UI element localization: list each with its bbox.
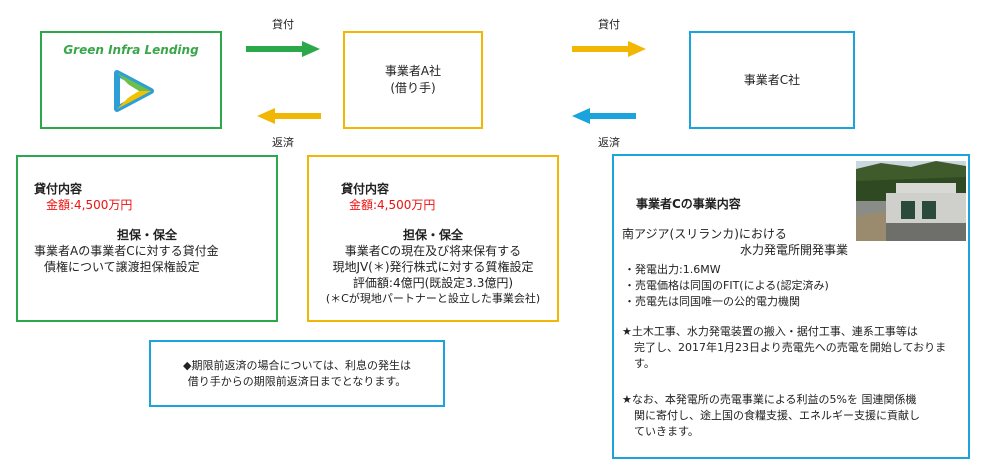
note-line1: ◆期限前返済の場合については、利息の発生は [183, 358, 411, 372]
detail-region: 南アジア(スリランカ)における [622, 227, 787, 241]
detail-heading: 事業者Cの事業内容 [636, 197, 741, 211]
borrower-role: (借り手) [390, 81, 436, 95]
detail-bullet-3: ・売電先は同国唯一の公的電力機関 [624, 295, 800, 308]
lender-brand: Green Infra Lending [63, 43, 199, 57]
loan2-security-heading: 担保・保全 [402, 228, 463, 242]
detail-star2-line1: ★なお、本発電所の売電事業による利益の5%を 国連関係機 [622, 393, 917, 406]
detail-bullet-2: ・売電価格は同国のFIT(による(認定済み) [624, 279, 829, 292]
detail-project: 水力発電所開発事業 [740, 243, 849, 257]
lend-label-2: 貸付 [598, 18, 620, 31]
borrower-box: 事業者A社 (借り手) [343, 31, 483, 129]
business-detail-box: 事業者Cの事業内容 南アジア(スリランカ)における 水力発電所開発事業 ・発電出… [612, 154, 970, 459]
repay-label-1: 返済 [272, 136, 294, 149]
loan2-heading: 貸付内容 [341, 182, 390, 196]
lend-arrow-1 [246, 41, 320, 57]
detail-star2-line3: ていきます。 [634, 425, 699, 438]
detail-star2-line2: 関に寄付し、途上国の食糧支援、エネルギー支援に貢献し [634, 409, 920, 422]
company-c-name: 事業者C社 [743, 72, 801, 87]
repay-arrow-2 [572, 108, 636, 124]
loan2-security-line3: 評価額:4億円(既設定3.3億円) [352, 276, 514, 290]
company-c-box: 事業者C社 [689, 31, 855, 129]
loan1-security-line1: 事業者Aの事業者Cに対する貸付金 [34, 244, 219, 258]
loan2-security-line1: 事業者Cの現在及び将来保有する [344, 244, 522, 258]
loan-details-box-1: 貸付内容 金額:4,500万円 担保・保全 事業者Aの事業者Cに対する貸付金 債… [16, 155, 278, 322]
hydro-plant-photo [856, 161, 966, 241]
loan1-security-line2: 債権について譲渡担保権設定 [44, 260, 200, 274]
lend-label-1: 貸付 [272, 18, 294, 31]
detail-star1-line1: ★土木工事、水力発電装置の搬入・据付工事、連系工事等は [622, 325, 918, 338]
loan-details-box-2: 貸付内容 金額:4,500万円 担保・保全 事業者Cの現在及び将来保有する 現地… [307, 155, 559, 322]
repay-arrow-1 [257, 108, 321, 124]
borrower-name: 事業者A社 [384, 64, 442, 78]
detail-star1-line2: 完了し、2017年1月23日より売電先への売電を開始しておりま [634, 341, 947, 354]
loan2-security-line4: (＊Cが現地パートナーと設立した事業会社) [325, 292, 541, 305]
detail-star1-line3: す。 [634, 357, 655, 370]
lender-logo-icon [114, 70, 154, 112]
detail-bullet-1: ・発電出力:1.6MW [624, 263, 721, 276]
lender-box: Green Infra Lending [40, 31, 222, 129]
loan2-amount: 金額:4,500万円 [349, 198, 436, 212]
loan1-amount: 金額:4,500万円 [46, 198, 133, 212]
note-box: ◆期限前返済の場合については、利息の発生は 借り手からの期限前返済日までとなりま… [149, 340, 445, 407]
repay-label-2: 返済 [598, 136, 620, 149]
loan1-heading: 貸付内容 [34, 182, 83, 196]
lend-arrow-2 [572, 41, 646, 57]
loan1-security-heading: 担保・保全 [116, 228, 177, 242]
loan2-security-line2: 現地JV(＊)発行株式に対する質権設定 [332, 260, 534, 274]
note-line2: 借り手からの期限前返済日までとなります。 [187, 374, 407, 388]
